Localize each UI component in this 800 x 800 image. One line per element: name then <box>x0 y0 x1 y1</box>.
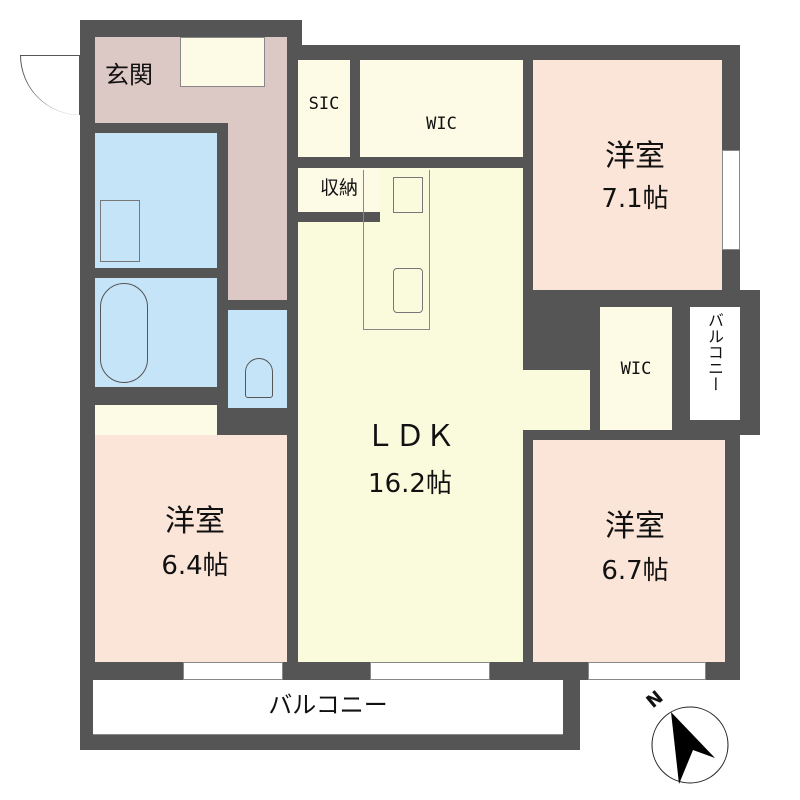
room-se <box>533 440 725 662</box>
north-arrow-icon <box>651 706 729 784</box>
room-sw-size: 6.4帖 <box>161 551 229 581</box>
ldk-size: 16.2帖 <box>368 469 452 499</box>
wic-right-label: WIC <box>620 359 652 379</box>
ldk-label: ＬＤＫ <box>365 419 455 454</box>
room-sw <box>95 435 287 662</box>
ldk-passage <box>515 370 590 430</box>
room-ne-size: 7.1帖 <box>601 184 669 214</box>
toilet-icon <box>245 358 273 398</box>
shoe-closet <box>180 37 265 87</box>
washbasin <box>100 200 140 262</box>
window <box>722 150 740 250</box>
closet-sw <box>95 405 217 435</box>
window <box>588 662 706 680</box>
window <box>183 662 283 680</box>
wic-top <box>360 60 523 157</box>
room-sw-label: 洋室 <box>165 504 225 539</box>
sic <box>298 60 350 157</box>
shuno-label: 収納 <box>319 177 358 199</box>
wic-right <box>600 307 672 430</box>
room-se-size: 6.7帖 <box>601 556 669 586</box>
bathtub <box>100 283 148 383</box>
entrance-door[interactable] <box>20 55 80 115</box>
room-ne-label: 洋室 <box>605 139 665 174</box>
shuno <box>298 168 380 212</box>
balcony <box>93 680 563 735</box>
wic-top-label: WIC <box>426 114 457 134</box>
sink-icon <box>393 268 423 313</box>
stove-icon <box>393 177 423 213</box>
sic-label: SIC <box>308 94 340 114</box>
room-se-label: 洋室 <box>605 509 665 544</box>
genkan-label: 玄関 <box>105 61 153 89</box>
balcony-label: バルコニー <box>268 691 388 719</box>
ldk-kitchen <box>380 168 523 228</box>
balcony-small-label: バルコニー <box>705 312 724 392</box>
kitchen-island <box>363 170 430 330</box>
room-ne <box>533 60 722 290</box>
balcony-small <box>690 307 740 420</box>
ldk <box>298 222 523 662</box>
window <box>370 662 490 680</box>
hallway <box>228 120 287 300</box>
